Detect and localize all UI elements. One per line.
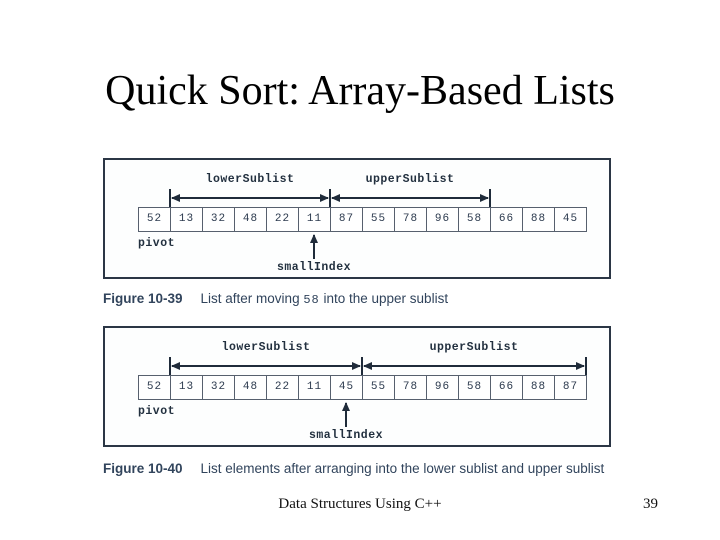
range-tick: [585, 357, 587, 376]
array-cell: 48: [234, 375, 267, 400]
lower-sublist-label: lowerSublist: [221, 341, 311, 354]
array-cell: 96: [426, 207, 459, 232]
figure-10-40-diagram: lowerSublist upperSublist 52 13 32 48 22…: [103, 326, 611, 447]
small-index-label: smallIndex: [308, 429, 383, 442]
figure-10-39-diagram: lowerSublist upperSublist 52 13 32 48 22…: [103, 158, 611, 279]
range-tick: [489, 189, 491, 208]
array-cell: 45: [554, 207, 587, 232]
array-cell: 88: [522, 207, 555, 232]
array-row: 52 13 32 48 22 11 87 55 78 96 58 66 88 4…: [138, 207, 587, 232]
pivot-label: pivot: [138, 237, 176, 250]
range-tick: [329, 189, 331, 208]
array-cell: 11: [298, 207, 331, 232]
caption-text: List elements after arranging into the l…: [200, 461, 605, 476]
array-cell: 78: [394, 375, 427, 400]
small-index-label: smallIndex: [276, 261, 351, 274]
array-cell: 66: [490, 375, 523, 400]
upper-sublist-arrow: [363, 362, 585, 370]
figure-number: Figure 10-40: [103, 461, 183, 476]
array-cell: 55: [362, 375, 395, 400]
lower-sublist-arrow: [171, 194, 329, 202]
upper-sublist-label: upperSublist: [429, 341, 519, 354]
array-cell: 32: [202, 207, 235, 232]
figure-10-39-caption: Figure 10-39 List after moving 58 into t…: [103, 291, 643, 307]
upper-sublist-arrow: [331, 194, 489, 202]
small-index-arrow: [310, 234, 318, 259]
array-cell: 13: [170, 375, 203, 400]
range-tick: [361, 357, 363, 376]
array-cell: 55: [362, 207, 395, 232]
array-cell: 32: [202, 375, 235, 400]
array-cell: 13: [170, 207, 203, 232]
array-cell: 22: [266, 207, 299, 232]
small-index-arrow: [342, 402, 350, 427]
array-row: 52 13 32 48 22 11 45 55 78 96 58 66 88 8…: [138, 375, 587, 400]
array-cell: 66: [490, 207, 523, 232]
array-cell: 58: [458, 375, 491, 400]
lower-sublist-label: lowerSublist: [205, 173, 295, 186]
array-cell: 52: [138, 375, 171, 400]
array-cell: 48: [234, 207, 267, 232]
array-cell: 22: [266, 375, 299, 400]
array-cell: 96: [426, 375, 459, 400]
figure-10-40-caption: Figure 10-40 List elements after arrangi…: [103, 461, 643, 477]
figure-number: Figure 10-39: [103, 291, 183, 306]
array-cell: 45: [330, 375, 363, 400]
array-cell: 87: [330, 207, 363, 232]
caption-text: List after moving 58 into the upper subl…: [200, 291, 449, 307]
array-cell: 11: [298, 375, 331, 400]
lower-sublist-arrow: [171, 362, 361, 370]
pivot-label: pivot: [138, 405, 176, 418]
range-tick: [169, 357, 171, 376]
array-cell: 78: [394, 207, 427, 232]
footer-title: Data Structures Using C++: [278, 496, 442, 512]
array-cell: 87: [554, 375, 587, 400]
page-title: Quick Sort: Array-Based Lists: [105, 68, 615, 114]
array-cell: 88: [522, 375, 555, 400]
range-tick: [169, 189, 171, 208]
array-cell: 52: [138, 207, 171, 232]
page-number: 39: [643, 496, 658, 512]
upper-sublist-label: upperSublist: [365, 173, 455, 186]
array-cell: 58: [458, 207, 491, 232]
